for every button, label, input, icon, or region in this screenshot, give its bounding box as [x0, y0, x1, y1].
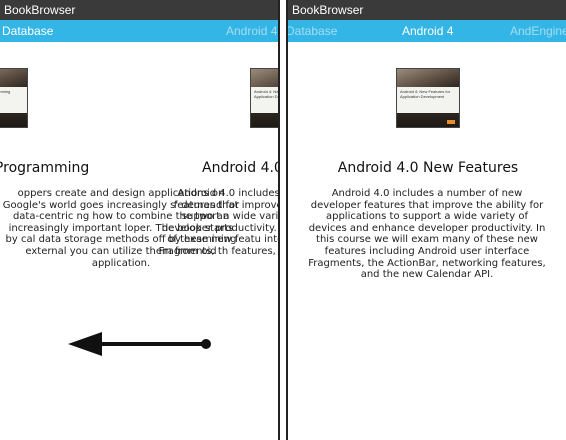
tab-android-4[interactable]: Android 4 — [402, 24, 454, 38]
app-title-bar: BookBrowser — [0, 0, 278, 20]
book-description: oppers create and design applications on… — [2, 188, 240, 269]
book-title: ase Programming — [0, 160, 90, 176]
book-page-android-4[interactable]: Android 4: New Features for Application … — [288, 42, 566, 440]
screen-divider — [280, 0, 286, 440]
left-arrow-icon — [68, 332, 211, 356]
right-screen: BookBrowser Database Android 4 AndEngine… — [286, 0, 566, 440]
tab-strip[interactable]: Database Android 4 — [0, 20, 278, 42]
book-title: Android 4.0 New Features — [337, 160, 519, 176]
book-page-android-4[interactable]: Android 4: New Features for Application … — [159, 42, 278, 440]
tab-database[interactable]: Database — [288, 24, 338, 38]
book-description: Android 4.0 includes a number of new dev… — [308, 188, 546, 281]
tab-andengine[interactable]: AndEngine — [510, 24, 566, 38]
app-title: BookBrowser — [292, 3, 364, 17]
book-cover[interactable]: Database Programming — [0, 68, 28, 128]
app-title: BookBrowser — [4, 3, 76, 17]
book-title: Android 4.0 N — [202, 160, 278, 176]
book-description: Android 4.0 includes a n features that i… — [158, 188, 280, 257]
tab-strip[interactable]: Database Android 4 AndEngine — [288, 20, 566, 42]
app-title-bar: BookBrowser — [288, 0, 566, 20]
left-screen: BookBrowser Database Android 4 Database … — [0, 0, 280, 440]
tab-android-4[interactable]: Android 4 — [226, 24, 278, 38]
book-cover-text: Android 4: New Features for Application … — [397, 87, 459, 113]
tab-database[interactable]: Database — [2, 24, 54, 38]
book-page-database[interactable]: Database Programming ase Programming opp… — [0, 42, 239, 440]
book-cover[interactable]: Android 4: New Features for Application … — [396, 68, 460, 128]
book-cover[interactable]: Android 4: New Features for Application … — [250, 68, 278, 128]
